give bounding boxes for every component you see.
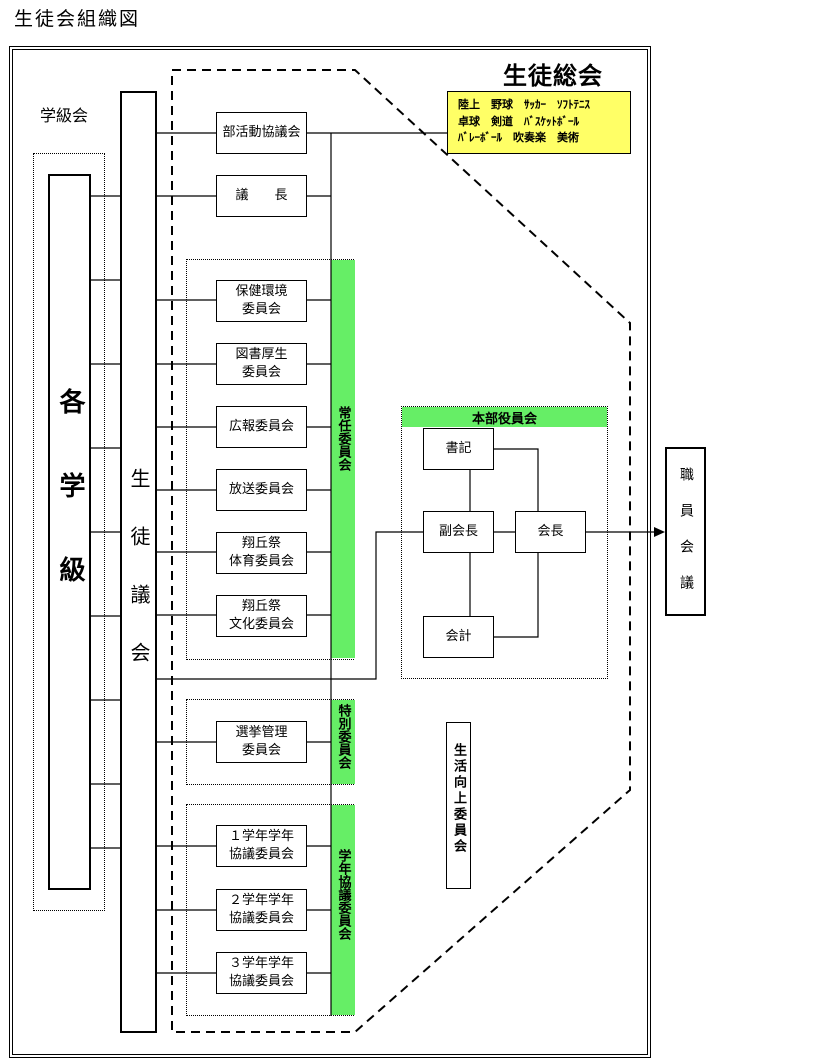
committee-grade-1: １学年学年 協議委員会 bbox=[216, 825, 307, 867]
treasurer-box: 会計 bbox=[423, 616, 494, 658]
secretary-box: 書記 bbox=[423, 428, 494, 470]
each-class-box: 各学級 bbox=[48, 174, 91, 890]
committee-festival-culture: 翔丘祭 文化委員会 bbox=[216, 595, 307, 637]
committee-broadcasting: 放送委員会 bbox=[216, 469, 307, 511]
executive-group-frame bbox=[401, 406, 608, 679]
committee-grade-2: ２学年学年 協議委員会 bbox=[216, 889, 307, 931]
grade-committee-label: 学年協議委員会 bbox=[331, 805, 355, 1015]
outer-frame bbox=[9, 46, 651, 1058]
student-council-box: 生徒議会 bbox=[120, 91, 157, 1033]
club-list: 陸上 野球 ｻｯｶｰ ｿﾌﾄﾃﾆｽ 卓球 剣道 ﾊﾞｽｹｯﾄﾎﾞｰﾙ ﾊﾞﾚｰﾎ… bbox=[447, 91, 631, 154]
committee-election: 選挙管理 委員会 bbox=[216, 721, 307, 763]
president-box: 会長 bbox=[515, 511, 586, 553]
life-improvement-committee: 生活向上委員会 bbox=[446, 722, 471, 889]
chairman-box: 議 長 bbox=[216, 175, 307, 217]
general-assembly-title: 生徒総会 bbox=[503, 62, 603, 90]
special-committee-label: 特別委員会 bbox=[331, 700, 355, 784]
committee-library-welfare: 図書厚生 委員会 bbox=[216, 343, 307, 385]
committee-public-relations: 広報委員会 bbox=[216, 406, 307, 448]
standing-committee-label: 常任委員会 bbox=[331, 260, 355, 658]
staff-meeting-box: 職員会議 bbox=[665, 447, 706, 616]
inner-frame bbox=[12, 49, 648, 1055]
executive-label: 本部役員会 bbox=[402, 407, 607, 427]
committee-festival-sports: 翔丘祭 体育委員会 bbox=[216, 532, 307, 574]
page-title: 生徒会組織図 bbox=[14, 8, 141, 30]
vice-president-box: 副会長 bbox=[423, 511, 494, 553]
arrow-head bbox=[654, 527, 665, 537]
club-council-box: 部活動協議会 bbox=[216, 112, 307, 154]
class-assembly-label: 学級会 bbox=[40, 106, 89, 125]
committee-health-environment: 保健環境 委員会 bbox=[216, 280, 307, 322]
committee-grade-3: ３学年学年 協議委員会 bbox=[216, 952, 307, 994]
assembly-boundary bbox=[171, 69, 631, 1033]
